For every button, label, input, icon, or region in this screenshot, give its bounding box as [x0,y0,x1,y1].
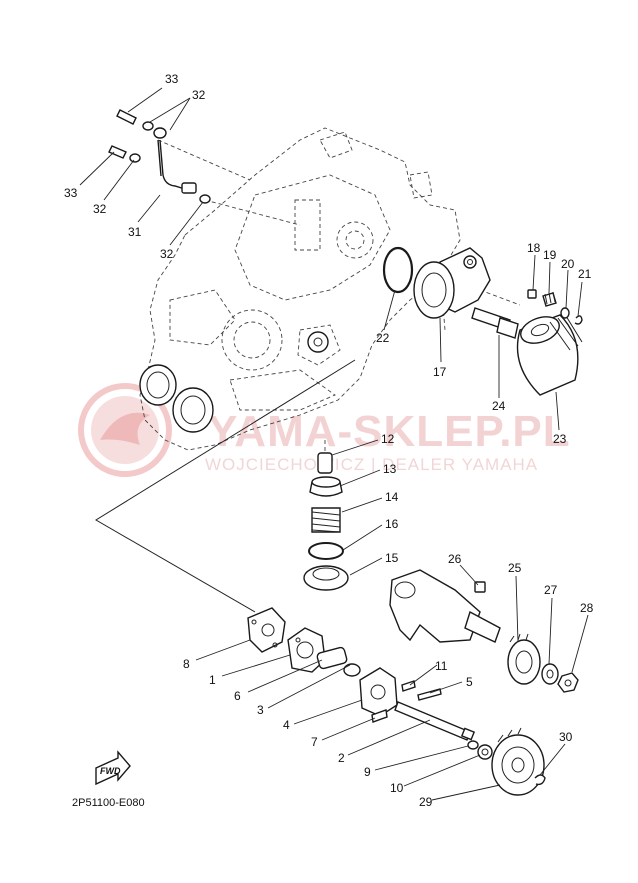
water-pump-housing [389,569,501,643]
oil-pump-body-1 [287,627,326,673]
watermark: YAMA-SKLEP.PL WOJCIECHOWICZ | DEALER YAM… [78,383,571,477]
callout-13: 13 [383,462,397,476]
callout-3: 3 [257,703,264,717]
callout-1: 1 [209,673,216,687]
callout-21: 21 [578,267,592,281]
callout-9: 9 [364,765,371,779]
oil-filter-cover-17 [413,247,491,319]
callout-11: 11 [435,659,448,673]
gear-25 [507,633,541,685]
callout-7: 7 [311,735,318,749]
callout-4: 4 [283,718,290,732]
driven-gear-29 [491,727,545,796]
bolt-33-left [108,145,127,159]
callout-32-top: 32 [192,88,206,102]
callout-33-left: 33 [64,186,78,200]
callout-23: 23 [553,432,567,446]
callout-27: 27 [544,583,558,597]
callout-22: 22 [376,331,390,345]
bolt-33-top [116,109,137,125]
callout-28: 28 [580,601,594,615]
callout-17: 17 [433,365,447,379]
watermark-logo-icon [78,383,172,477]
nut-28 [557,672,579,693]
callout-26: 26 [448,552,462,566]
strainer-15 [303,565,349,591]
callout-labels: 33 32 33 32 31 32 22 17 18 19 20 21 24 2… [64,72,594,809]
crankcase-bosses [139,331,329,433]
callout-31: 31 [128,225,142,239]
fwd-label: FWD [100,766,121,776]
callout-5: 5 [466,675,473,689]
callout-29: 29 [419,795,433,809]
o-ring-22 [382,246,414,294]
pump-cover-4 [359,667,398,717]
bypass-valve-parts [527,289,583,325]
callout-10: 10 [390,781,404,795]
callout-15: 15 [385,551,399,565]
screws-and-pins [371,680,442,723]
callout-19: 19 [543,248,557,262]
clip-30 [534,774,546,786]
spring-14 [311,507,341,533]
callout-leaders [79,87,589,801]
watermark-brand: YAMA-SKLEP.PL [208,407,571,456]
callout-32-left: 32 [93,202,107,216]
callout-30: 30 [559,730,573,744]
oil-filter-23 [516,314,583,396]
callout-24: 24 [492,399,506,413]
callout-12: 12 [381,432,395,446]
callout-18: 18 [527,241,541,255]
o-ring-16 [308,542,344,560]
callout-16: 16 [385,517,399,531]
pump-shaft-2 [394,701,476,741]
union-bolt-24 [471,307,519,339]
callout-2: 2 [338,751,345,765]
callout-14: 14 [385,490,399,504]
oil-strainer-stack [303,452,349,591]
callout-32-low: 32 [160,247,174,261]
callout-25: 25 [508,561,522,575]
figure-code: 2P51100-E080 [72,797,145,809]
bolt-12 [317,452,333,474]
fwd-arrow-icon: FWD [95,750,131,786]
pump-rotors [316,646,361,677]
callout-33-top: 33 [165,72,179,86]
watermark-subtitle: WOJCIECHOWICZ | DEALER YAMAHA [205,455,538,474]
callout-20: 20 [561,257,575,271]
callout-6: 6 [234,689,241,703]
gasket-8 [247,607,286,653]
oil-pipe-assembly [108,109,211,204]
washers-9-10 [467,740,493,760]
washer-27 [541,663,559,685]
callout-8: 8 [183,657,190,671]
